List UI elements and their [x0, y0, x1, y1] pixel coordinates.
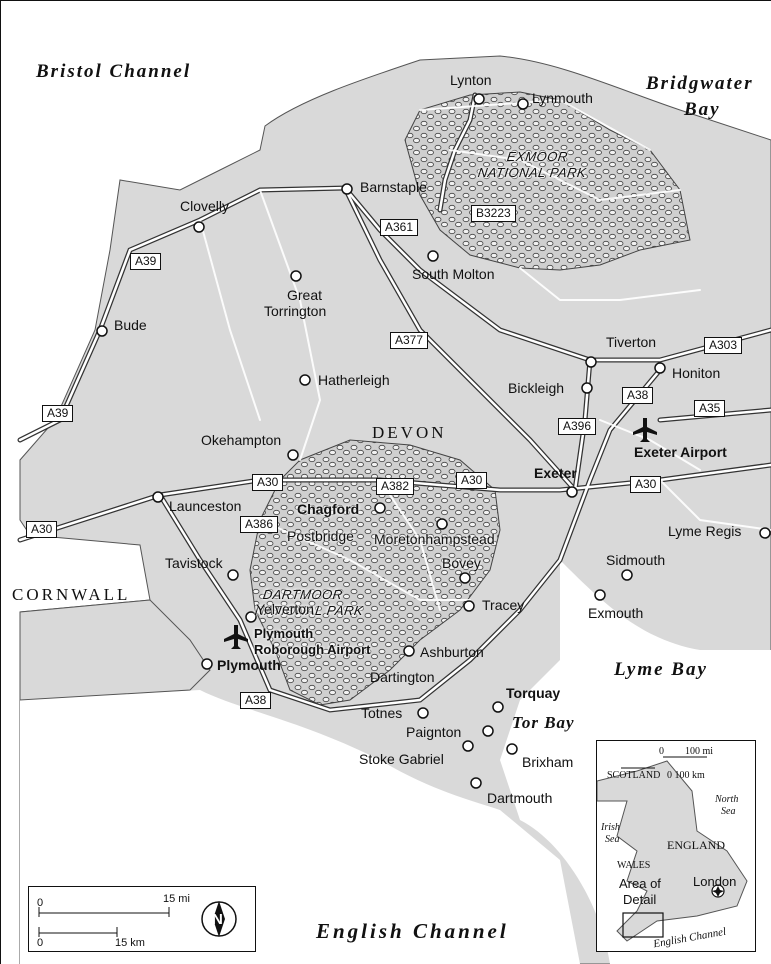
scale-miles-value: 15 mi [163, 893, 190, 905]
inset-map: 0 100 mi 0 100 km SCOTLAND North Sea Iri… [596, 740, 756, 952]
cornwall-label: CORNWALL [12, 585, 131, 604]
road-a38-east: A38 [622, 387, 654, 404]
town-yelverton: Yelverton [256, 601, 314, 617]
exeter-airport-icon [633, 418, 657, 442]
town-dartington: Dartington [370, 669, 435, 685]
town-okehampton: Okehampton [201, 432, 282, 448]
road-a30-mid: A30 [456, 472, 488, 489]
road-a35: A35 [694, 400, 726, 417]
exmoor-park [404, 91, 691, 271]
inset-scale-mi: 100 mi [685, 746, 714, 757]
scale-km-zero: 0 [37, 937, 44, 949]
inset-scale-zero: 0 [659, 746, 664, 757]
inset-england: ENGLAND [667, 838, 725, 852]
town-lyme-regis: Lyme Regis [668, 523, 742, 539]
scale-bar-graphic [38, 901, 237, 937]
road-a30-west: A30 [26, 521, 58, 538]
town-bovey: Bovey [442, 555, 481, 571]
road-a38-south: A38 [240, 692, 272, 709]
town-torquay: Torquay [506, 685, 561, 701]
town-chagford: Chagford [297, 501, 360, 517]
road-a396: A396 [558, 418, 597, 435]
town-plymouth: Plymouth [217, 657, 281, 673]
inset-london: London [693, 874, 737, 889]
town-bovey-tracey: Tracey [482, 597, 525, 613]
town-bickleigh: Bickleigh [508, 380, 565, 396]
town-moretonhampstead: Moretonhampstead [374, 531, 495, 547]
inset-area-of-detail-2: Detail [623, 892, 657, 907]
inset-wales: WALES [617, 860, 651, 871]
town-exeter-airport: Exeter Airport [634, 444, 727, 460]
town-tiverton: Tiverton [606, 334, 657, 350]
town-launceston: Launceston [169, 498, 242, 514]
road-a303: A303 [704, 337, 743, 354]
dartmoor-park [249, 439, 501, 706]
cornwall-land [19, 599, 211, 701]
inset-irish-sea-2: Sea [605, 834, 620, 845]
lyme-bay-label: Lyme Bay [614, 659, 708, 680]
town-stoke-gabriel: Stoke Gabriel [359, 751, 444, 767]
bridgwater-bay-label-2: Bay [684, 99, 721, 120]
inset-map-graphic [597, 756, 748, 942]
road-a39-north: A39 [130, 253, 162, 270]
town-totnes: Totnes [361, 705, 403, 721]
town-paignton: Paignton [406, 724, 462, 740]
town-great-torrington: Great [287, 287, 323, 303]
road-a39-south: A39 [42, 405, 74, 422]
town-brixham: Brixham [522, 754, 574, 770]
town-great-torrington-2: Torrington [264, 303, 327, 319]
inset-scale-km: 0 100 km [667, 770, 705, 781]
town-exmouth: Exmouth [588, 605, 644, 621]
town-hatherleigh: Hatherleigh [318, 372, 390, 388]
inset-north-sea-2: Sea [721, 806, 736, 817]
road-network [17, 92, 771, 713]
road-a377: A377 [390, 332, 429, 349]
inset-scotland: SCOTLAND [607, 770, 661, 781]
town-bude: Bude [114, 317, 147, 333]
town-south-molton: South Molton [412, 266, 495, 282]
compass-north-label: N [212, 911, 223, 928]
town-markers [96, 93, 771, 789]
town-clovelly: Clovelly [180, 198, 230, 214]
road-a386: A386 [240, 516, 279, 533]
inset-irish-sea: Irish [601, 822, 620, 833]
town-lynmouth: Lynmouth [532, 90, 593, 106]
road-a382: A382 [376, 478, 415, 495]
plymouth-airport-icon [224, 625, 248, 649]
scale-km-value: 15 km [115, 937, 145, 949]
town-ashburton: Ashburton [420, 644, 484, 660]
town-sidmouth: Sidmouth [606, 552, 666, 568]
road-a30-okehampton: A30 [252, 474, 284, 491]
exmoor-label-2: NATIONAL PARK [476, 165, 588, 180]
inset-area-of-detail: Area of [619, 876, 661, 891]
town-plymouth-airport-2: Roborough Airport [254, 642, 371, 657]
town-plymouth-airport: Plymouth [254, 626, 314, 641]
road-a361: A361 [380, 219, 419, 236]
town-exeter: Exeter [534, 465, 577, 481]
scale-miles-zero: 0 [37, 897, 44, 909]
exmoor-label: EXMOOR [505, 149, 569, 164]
tor-bay-label: Tor Bay [512, 713, 575, 732]
town-barnstaple: Barnstaple [360, 179, 427, 195]
english-channel-label: English Channel [316, 919, 509, 943]
inset-north-sea: North [715, 794, 739, 805]
town-honiton: Honiton [672, 365, 721, 381]
bridgwater-bay-label: Bridgwater [646, 73, 754, 94]
bristol-channel-label: Bristol Channel [36, 61, 192, 82]
town-tavistock: Tavistock [165, 555, 223, 571]
town-dartmouth: Dartmouth [487, 790, 553, 806]
road-b3223: B3223 [471, 205, 516, 222]
devon-label: DEVON [372, 423, 447, 442]
scale-bar: 0 15 mi 0 15 km N [28, 886, 256, 952]
town-lynton: Lynton [450, 72, 492, 88]
town-postbridge: Postbridge [287, 528, 354, 544]
road-a30-east: A30 [630, 476, 662, 493]
dartmoor-label: DARTMOOR [261, 587, 344, 602]
